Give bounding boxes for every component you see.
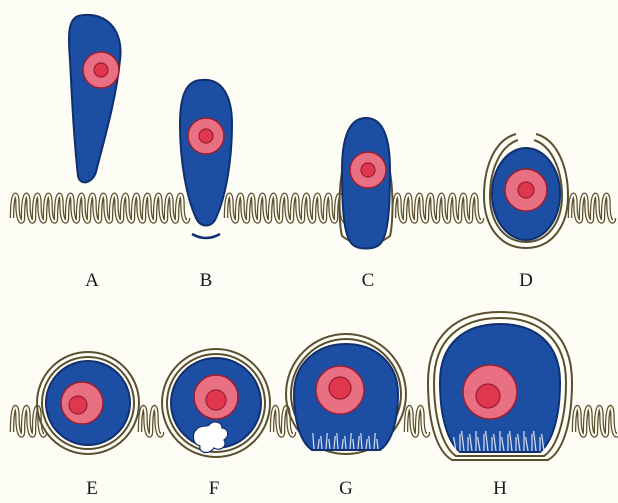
stage-label-h: H	[480, 478, 520, 500]
nucleolus-e	[69, 396, 87, 414]
stage-label-a: A	[72, 270, 112, 292]
nucleolus-f	[206, 390, 226, 410]
stage-g-cell	[286, 334, 406, 454]
nucleolus-c	[361, 163, 375, 177]
stage-h-cell	[428, 312, 572, 460]
stage-label-e: E	[72, 478, 112, 500]
nucleolus-b	[199, 129, 213, 143]
nucleolus-h	[476, 384, 500, 408]
stage-label-f: F	[194, 478, 234, 500]
nucleolus-a	[94, 63, 108, 77]
stage-label-c: C	[348, 270, 388, 292]
nucleolus-d	[518, 182, 534, 198]
nucleolus-g	[329, 377, 351, 399]
stage-a-cell	[69, 15, 121, 183]
basal-membrane-b	[192, 234, 220, 238]
stage-d-cell	[484, 134, 568, 248]
stage-f-cell	[162, 349, 270, 457]
stage-c-cell	[340, 118, 393, 249]
stage-label-g: G	[326, 478, 366, 500]
cell-body-a	[69, 15, 121, 183]
stage-label-d: D	[506, 270, 546, 292]
stage-label-b: B	[186, 270, 226, 292]
stage-e-cell	[37, 352, 139, 454]
